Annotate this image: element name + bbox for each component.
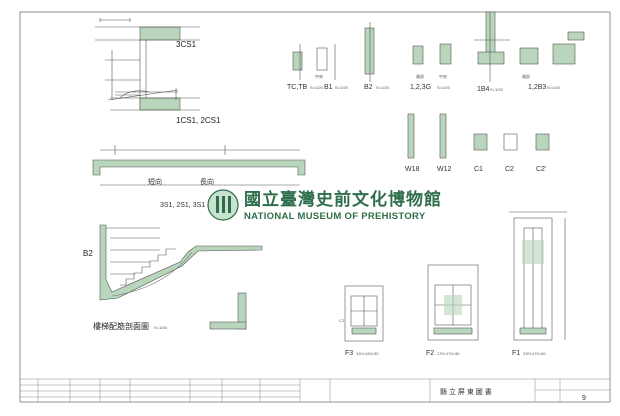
museum-watermark: 國立臺灣史前文化博物館 NATIONAL MUSEUM OF PREHISTOR… xyxy=(207,189,442,222)
slab-section xyxy=(92,145,306,186)
label-b2-top-scale: S=1/20 xyxy=(376,85,390,90)
label-slab-codes: 3S1, 2S1, 3S1 xyxy=(160,202,205,209)
label-1cs1-2cs1: 1CS1, 2CS1 xyxy=(176,116,221,125)
stair-title: 樓梯配筋剖面圖 xyxy=(93,321,149,331)
label-f2: F2 xyxy=(426,350,434,357)
footing-f3 xyxy=(344,285,384,342)
label-b4-scale: S=1/20 xyxy=(490,87,504,92)
section-b123 xyxy=(519,31,585,65)
stair-section xyxy=(99,224,263,301)
label-tc-tb-scale: S=1/20 xyxy=(310,85,324,90)
label-f3-dims: 120×120×30 xyxy=(356,351,379,356)
label-sub-a: 中央 xyxy=(315,73,323,79)
label-c2-tag: C2 xyxy=(339,318,345,323)
label-c2: C2 xyxy=(505,166,514,173)
label-b1-scale: S=1/20 xyxy=(335,85,349,90)
label-f3: F3 xyxy=(345,350,353,357)
label-b123: 1,2B3 xyxy=(528,84,546,91)
label-f1-dims: 230×170×30 xyxy=(523,351,546,356)
label-c2p: C2' xyxy=(536,166,546,173)
label-g123: 1,2,3G xyxy=(410,84,431,91)
wall-detail xyxy=(209,292,247,330)
label-b1: B1 xyxy=(324,84,333,91)
watermark-chinese: 國立臺灣史前文化博物館 xyxy=(244,189,442,210)
label-sub-b: 端部 xyxy=(416,73,424,79)
section-b2 xyxy=(364,22,375,82)
label-g123-scale: S=1/20 xyxy=(437,85,451,90)
label-w12: W12 xyxy=(437,166,452,173)
footing-f1 xyxy=(509,211,567,341)
label-tc-tb: TC,TB xyxy=(287,84,308,91)
sheet-border xyxy=(19,11,611,403)
beam-detail-1cs1 xyxy=(110,88,200,111)
label-3cs1: 3CS1 xyxy=(176,40,197,49)
footing-f2 xyxy=(427,264,479,341)
title-block-sheet-no: 9 xyxy=(582,395,586,402)
label-long-dir: 長向 xyxy=(200,177,214,186)
label-f2-dims: 170×170×30 xyxy=(437,351,460,356)
beam-detail-3cs1 xyxy=(95,18,200,110)
watermark-english: NATIONAL MUSEUM OF PREHISTORY xyxy=(244,211,426,222)
section-g123 xyxy=(412,43,452,65)
label-sub-c: 中央 xyxy=(439,73,447,79)
title-block-project: 縣 立 屏 東 圖 書 xyxy=(440,387,492,396)
label-f1: F1 xyxy=(512,350,520,357)
label-b123-scale: S=1/20 xyxy=(547,85,561,90)
label-sub-d: 端部 xyxy=(522,73,530,79)
label-b2-top: B2 xyxy=(364,84,373,91)
title-block xyxy=(20,378,610,402)
label-w18: W18 xyxy=(405,166,420,173)
label-short-dir: 短向 xyxy=(148,177,162,186)
section-b4 xyxy=(474,11,510,82)
label-b4: 1B4 xyxy=(477,86,490,93)
label-c1: C1 xyxy=(474,166,483,173)
column-sections xyxy=(407,113,550,159)
section-tc-tb xyxy=(292,44,336,80)
stair-scale: S=1/30 xyxy=(154,325,168,330)
label-b2-stair: B2 xyxy=(83,249,93,258)
